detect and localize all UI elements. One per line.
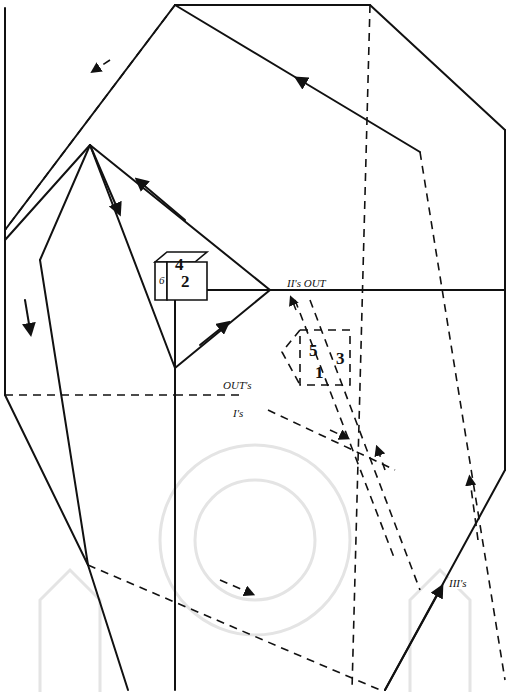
face-label: I's: [232, 408, 244, 419]
face-label: 6: [158, 275, 166, 286]
face-label: 4: [175, 256, 184, 273]
face-label: III's: [448, 578, 468, 589]
face-label: OUT's: [222, 380, 253, 391]
face-label: II's OUT: [286, 278, 327, 289]
face-label: 2: [181, 273, 190, 290]
face-label: 1: [315, 364, 324, 381]
face-label: 3: [336, 350, 345, 367]
face-label: 5: [309, 342, 318, 359]
